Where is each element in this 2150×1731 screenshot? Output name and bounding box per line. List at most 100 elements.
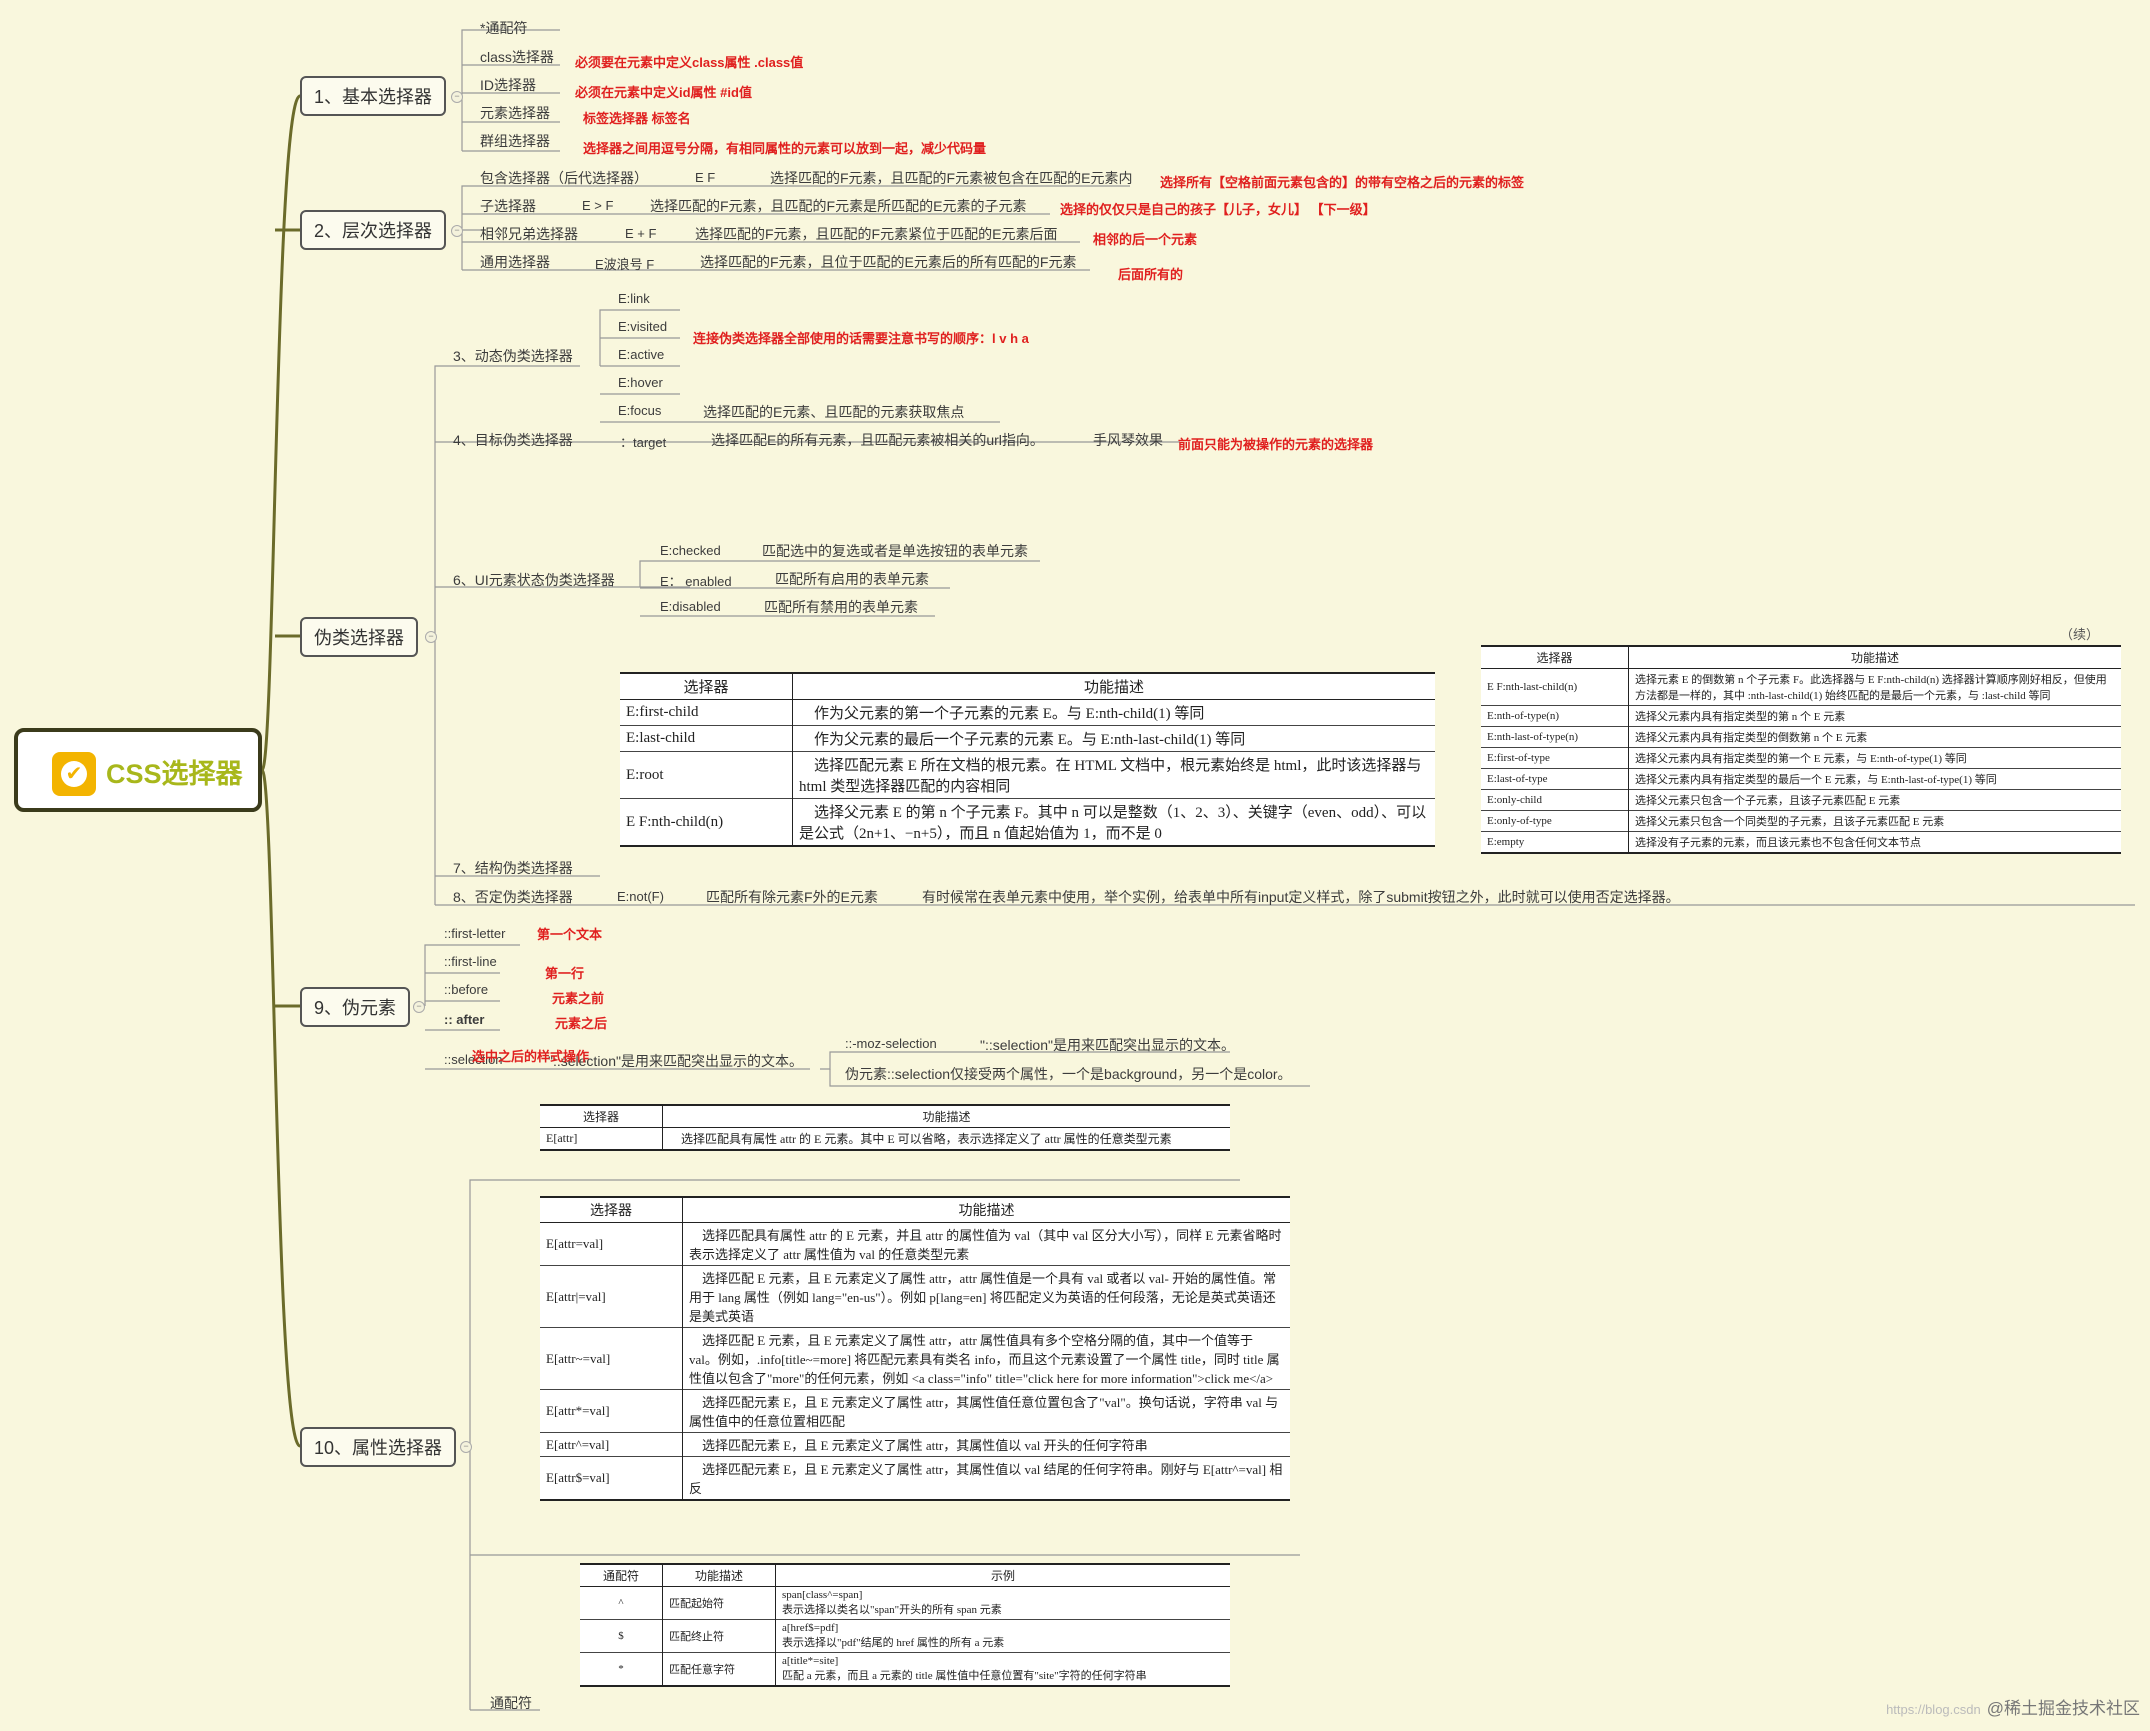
ui-disabled[interactable]: E:disabled [660,599,721,614]
table-cell: 选择匹配元素 E，且 E 元素定义了属性 attr，其属性值以 val 结尾的任… [682,1456,1290,1501]
basic-item-element[interactable]: 元素选择器 [480,105,550,121]
dynamic-note: 连接伪类选择器全部使用的话需要注意书写的顺序：l v h a [693,331,1029,346]
css-badge-icon: ✔ [52,752,96,796]
level-note: 相邻的后一个元素 [1093,232,1198,247]
example-desc: 匹配 a 元素，而且 a 元素的 title 属性值中任意位置有"site"字符… [782,1670,1147,1682]
table-cell: E F:nth-last-child(n) [1481,668,1629,706]
table-cell: E[attr|=val] [540,1265,683,1328]
topic-pseudo-class[interactable]: 伪类选择器 [300,617,418,657]
dynamic-hover[interactable]: E:hover [618,375,663,390]
table-cell: 匹配终止符 [662,1619,776,1653]
dynamic-focus[interactable]: E:focus [618,403,662,418]
table-cell: E:root [620,751,793,799]
table-cell: 选择匹配元素 E，且 E 元素定义了属性 attr，其属性值任意位置包含了"va… [682,1389,1290,1433]
pseudo-ui[interactable]: 6、UI元素状态伪类选择器 [453,572,615,588]
root-label: CSS选择器 [106,759,243,789]
dynamic-visited[interactable]: E:visited [618,319,668,334]
example-desc: 表示选择以类名以"span"开头的所有 span 元素 [782,1604,1002,1616]
moz-selection[interactable]: ::-moz-selection [845,1036,937,1051]
pseudo-el-selection[interactable]: ::selection [444,1052,503,1067]
level-item-adjacent[interactable]: 相邻兄弟选择器 [480,226,578,242]
target-note: 前面只能为被操作的元素的选择器 [1178,437,1374,452]
watermark-text: @稀土掘金技术社区 [1986,1699,2140,1718]
pseudo-el-first-letter[interactable]: ::first-letter [444,926,506,941]
table-cell: E[attr=val] [540,1222,683,1266]
level-syntax: E + F [625,226,657,241]
negation-note: 有时候常在表单元素中使用，举个实例，给表单中所有input定义样式，除了subm… [922,889,1680,905]
attribute-table-2: 选择器功能描述 E[attr=val]选择匹配具有属性 attr 的 E 元素，… [540,1196,1290,1501]
pseudo-structural[interactable]: 7、结构伪类选择器 [453,860,573,876]
table-cell: E[attr] [540,1127,663,1151]
table-header: 功能描述 [792,672,1435,700]
collapse-toggle[interactable]: − [451,91,463,103]
root-node[interactable]: ✔ CSS选择器 [14,728,262,812]
topic-pseudo-element[interactable]: 9、伪元素 [300,987,411,1027]
pseudo-el-note: 元素之后 [555,1016,608,1031]
collapse-toggle[interactable]: − [460,1441,472,1453]
table-cell: E[attr~=val] [540,1327,683,1390]
topic-level-selectors[interactable]: 2、层次选择器 [300,210,447,250]
table-cell: 选择匹配元素 E，且 E 元素定义了属性 attr，其属性值以 val 开头的任… [682,1432,1290,1457]
basic-item-group[interactable]: 群组选择器 [480,133,550,149]
negation-desc: 匹配所有除元素F外的E元素 [706,889,878,905]
pseudo-dynamic[interactable]: 3、动态伪类选择器 [453,348,573,364]
table-cell: $ [580,1619,663,1653]
watermark: https://blog.csdn @稀土掘金技术社区 [1886,1694,2140,1719]
collapse-toggle[interactable]: − [451,225,463,237]
structural-table-2: 选择器功能描述 E F:nth-last-child(n)选择元素 E 的倒数第… [1481,645,2121,854]
ui-enabled-desc: 匹配所有启用的表单元素 [775,571,929,587]
level-note: 选择所有【空格前面元素包含的】的带有空格之后的元素的标签 [1160,175,1525,190]
pseudo-negation[interactable]: 8、否定伪类选择器 [453,889,573,905]
basic-item-universal[interactable]: *通配符 [480,20,528,36]
topic-attribute-selectors[interactable]: 10、属性选择器 [300,1427,457,1467]
ui-enabled[interactable]: E： enabled [660,574,732,589]
negation-syntax: E:not(F) [617,889,664,904]
ui-checked-desc: 匹配选中的复选或者是单选按钮的表单元素 [762,543,1028,559]
example-desc: 表示选择以"pdf"结尾的 href 属性的所有 a 元素 [782,1637,1005,1649]
pseudo-target[interactable]: 4、目标伪类选择器 [453,432,573,448]
ui-checked[interactable]: E:checked [660,543,721,558]
pseudo-el-after[interactable]: :: after [444,1012,485,1027]
note-element: 标签选择器 标签名 [583,111,691,126]
table-header: 通配符 [580,1563,663,1587]
table-cell: 选择父元素内具有指定类型的倒数第 n 个 E 元素 [1628,726,2121,748]
table-header: 选择器 [540,1104,663,1128]
watermark-faint: https://blog.csdn [1886,1702,1981,1717]
table-header: 选择器 [540,1196,683,1223]
target-desc: 选择匹配E的所有元素，且匹配元素被相关的url指向。 [711,432,1044,448]
table-header: 功能描述 [682,1196,1290,1223]
level-syntax: E > F [582,198,614,213]
table-cell: 选择匹配 E 元素，且 E 元素定义了属性 attr，attr 属性值具有多个空… [682,1327,1290,1390]
note-class: 必须要在元素中定义class属性 .class值 [575,55,804,70]
topic-basic-selectors[interactable]: 1、基本选择器 [300,76,447,116]
basic-item-class[interactable]: class选择器 [480,49,554,65]
table-cell: 选择匹配具有属性 attr 的 E 元素。其中 E 可以省略，表示选择定义了 a… [662,1127,1230,1151]
collapse-toggle[interactable]: − [413,1001,425,1013]
level-item-child[interactable]: 子选择器 [480,198,536,214]
collapse-toggle[interactable]: − [425,631,437,643]
dynamic-active[interactable]: E:active [618,347,665,362]
basic-item-id[interactable]: ID选择器 [480,77,536,93]
table-cell: 匹配任意字符 [662,1652,776,1687]
table-cell: 匹配起始符 [662,1586,776,1620]
table-cell: E[attr*=val] [540,1389,683,1433]
pseudo-el-note: 第一个文本 [537,927,603,942]
level-item-descendant[interactable]: 包含选择器（后代选择器） [480,170,648,186]
level-syntax: E波浪号 F [595,257,655,272]
dynamic-link[interactable]: E:link [618,291,650,306]
pseudo-el-before[interactable]: ::before [444,982,489,997]
table-cell: E:empty [1481,831,1629,854]
note-group: 选择器之间用逗号分隔，有相同属性的元素可以放到一起，减少代码量 [583,141,987,156]
pseudo-el-first-line[interactable]: ::first-line [444,954,497,969]
moz-selection-desc: "::selection"是用来匹配突出显示的文本。 [980,1037,1235,1053]
table-cell: a[href$=pdf]表示选择以"pdf"结尾的 href 属性的所有 a 元… [775,1619,1230,1653]
level-desc: 选择匹配的F元素，且位于匹配的E元素后的所有匹配的F元素 [700,254,1077,270]
selection-desc: "::selection"是用来匹配突出显示的文本。 [548,1053,803,1069]
wildcard-label[interactable]: 通配符 [490,1695,532,1711]
table-cell: E:nth-of-type(n) [1481,705,1629,727]
table-cell: 作为父元素的最后一个子元素的元素 E。与 E:nth-last-child(1)… [792,725,1435,752]
note-id: 必须在元素中定义id属性 #id值 [575,85,752,100]
level-item-general[interactable]: 通用选择器 [480,254,550,270]
table-cell: 选择没有子元素的元素，而且该元素也不包含任何文本节点 [1628,831,2121,854]
